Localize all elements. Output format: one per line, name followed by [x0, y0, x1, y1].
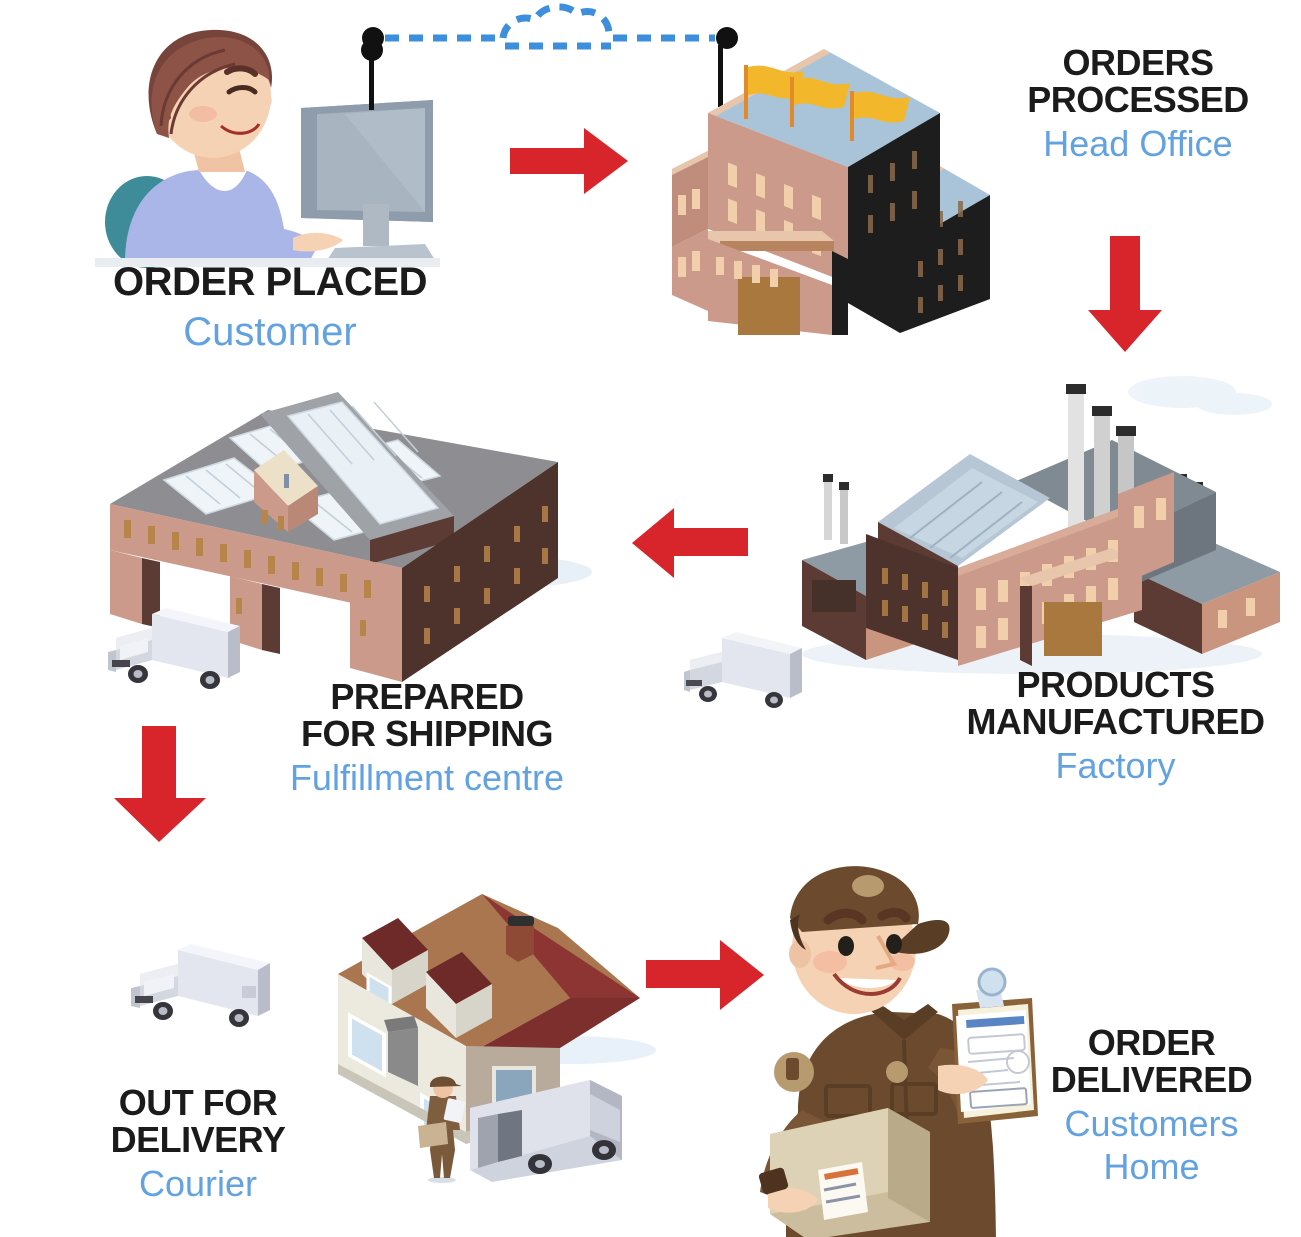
warehouse-delivery-truck-icon	[104, 594, 244, 710]
label-products-manufactured: PRODUCTS MANUFACTURED Factory	[930, 664, 1301, 786]
small-open-truck-icon	[470, 1080, 622, 1182]
step-title-line2: FOR SHIPPING	[300, 713, 554, 755]
antenna-dot-right	[716, 27, 738, 49]
factory-delivery-truck-icon	[678, 620, 808, 730]
step-title: ORDERS	[1062, 42, 1214, 83]
arrow-order-to-office	[510, 126, 630, 196]
step-title-line2: MANUFACTURED	[966, 701, 1265, 743]
step-title: ORDER	[1087, 1022, 1216, 1063]
step-title: PRODUCTS	[1016, 664, 1215, 705]
head-office-building-icon	[672, 45, 992, 335]
delivery-truck-icon	[126, 930, 276, 1050]
flag-icon	[744, 65, 910, 141]
step-subtitle: Fulfillment centre	[289, 756, 565, 798]
small-courier-icon	[418, 1076, 466, 1183]
warehouse-building-icon	[102, 392, 592, 712]
step-title-line2: DELIVERY	[110, 1119, 286, 1161]
arrow-courier-to-customer	[646, 938, 766, 1012]
step-title: ORDER PLACED	[112, 260, 428, 304]
step-title-line2: DELIVERED	[1050, 1059, 1253, 1101]
label-orders-processed: ORDERS PROCESSED Head Office	[975, 42, 1301, 164]
step-title-line2: PROCESSED	[1027, 79, 1249, 121]
step-subtitle: Customer	[183, 309, 357, 354]
label-prepared-for-shipping: PREPARED FOR SHIPPING Fulfillment centre	[222, 676, 632, 798]
label-order-placed: ORDER PLACED Customer	[0, 260, 540, 354]
arrow-factory-to-warehouse	[630, 506, 750, 580]
cloud-icon	[499, 3, 613, 50]
step-subtitle: Factory	[1055, 744, 1176, 786]
clipboard-icon	[952, 967, 1038, 1124]
step-subtitle-line2: Home	[1103, 1146, 1200, 1188]
step-title: PREPARED	[330, 676, 524, 717]
customer-house-icon	[322, 882, 656, 1183]
label-out-for-delivery: OUT FOR DELIVERY Courier	[12, 1082, 384, 1204]
courier-with-parcel-icon	[742, 862, 1062, 1237]
label-order-delivered: ORDER DELIVERED Customers Home	[1002, 1024, 1301, 1186]
chimney-icon	[823, 474, 849, 544]
step-subtitle: Courier	[138, 1162, 258, 1204]
arrow-office-to-factory	[1086, 236, 1166, 354]
step-subtitle: Head Office	[1043, 122, 1233, 164]
step-subtitle: Customers	[1064, 1102, 1239, 1144]
factory-building-icon	[782, 376, 1282, 682]
step-title: OUT FOR	[118, 1082, 278, 1123]
woman-at-computer-icon	[95, 22, 440, 268]
arrow-warehouse-to-courier	[114, 726, 214, 844]
